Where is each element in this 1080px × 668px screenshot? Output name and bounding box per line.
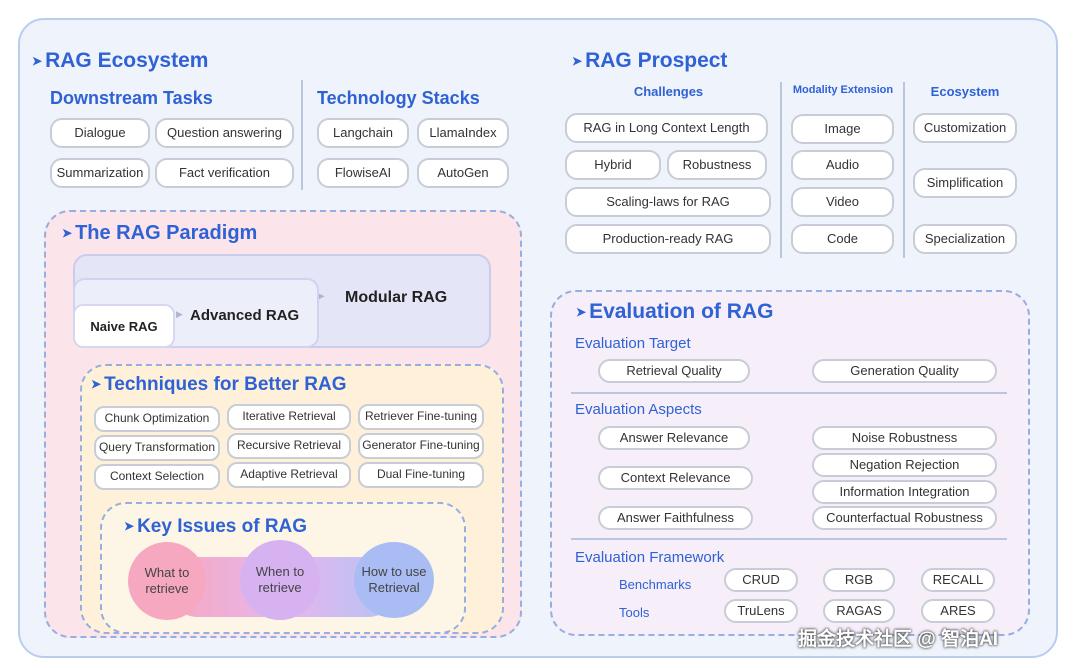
- task-dialogue: Dialogue: [50, 118, 150, 148]
- technique-generator-fine-tuning: Generator Fine-tuning: [358, 433, 484, 459]
- arrow-icon: ➤: [91, 377, 102, 391]
- arrow-icon: ➤: [62, 226, 73, 240]
- challenge-scaling-laws: Scaling-laws for RAG: [565, 187, 771, 217]
- chevron-right-icon: ▶: [176, 309, 183, 319]
- techniques-title: ➤Techniques for Better RAG: [91, 374, 347, 395]
- ecosystem-simplification: Simplification: [913, 168, 1017, 198]
- prospect-divider-2: [903, 82, 905, 258]
- modality-image: Image: [791, 114, 894, 144]
- evaluation-divider-2: [571, 538, 1007, 540]
- benchmark-rgb: RGB: [823, 568, 895, 592]
- aspect-counterfactual-robustness: Counterfactual Robustness: [812, 506, 997, 530]
- evaluation-title: ➤Evaluation of RAG: [576, 300, 774, 323]
- challenges-title: Challenges: [633, 84, 704, 99]
- benchmark-recall: RECALL: [921, 568, 995, 592]
- technique-retriever-fine-tuning: Retriever Fine-tuning: [358, 404, 484, 430]
- paradigm-title: ➤The RAG Paradigm: [62, 222, 258, 244]
- technique-query-transformation: Query Transformation: [94, 435, 220, 461]
- arrow-icon: ➤: [576, 305, 587, 319]
- stack-autogen: AutoGen: [417, 158, 509, 188]
- naive-rag-box: Naive RAG: [73, 304, 175, 348]
- stack-llamaindex: LlamaIndex: [417, 118, 509, 148]
- watermark-text: 掘金技术社区 @ 智泊AI: [798, 629, 999, 650]
- technique-chunk-optimization: Chunk Optimization: [94, 406, 220, 432]
- aspect-answer-faithfulness: Answer Faithfulness: [598, 506, 753, 530]
- prospect-title: ➤RAG Prospect: [572, 49, 728, 72]
- ecosystem-title: ➤RAG Ecosystem: [32, 49, 209, 72]
- ecosystem-divider: [301, 80, 303, 190]
- ecosystem-specialization: Specialization: [913, 224, 1017, 254]
- technique-recursive-retrieval: Recursive Retrieval: [227, 433, 351, 459]
- key-issues-title: ➤Key Issues of RAG: [124, 516, 308, 537]
- modular-rag-label: Modular RAG: [345, 289, 448, 306]
- stack-flowiseai: FlowiseAI: [317, 158, 409, 188]
- evaluation-divider-1: [571, 392, 1007, 394]
- task-question-answering: Question answering: [155, 118, 294, 148]
- technique-iterative-retrieval: Iterative Retrieval: [227, 404, 351, 430]
- aspect-negation-rejection: Negation Rejection: [812, 453, 997, 477]
- issue-how-to-use-retrieval: How to use Retrieval: [354, 542, 434, 618]
- task-fact-verification: Fact verification: [155, 158, 294, 188]
- tool-ragas: RAGAS: [823, 599, 895, 623]
- tools-label: Tools: [619, 605, 650, 620]
- evaluation-framework-title: Evaluation Framework: [575, 549, 725, 566]
- downstream-tasks-title: Downstream Tasks: [50, 88, 213, 108]
- modality-audio: Audio: [791, 150, 894, 180]
- evaluation-target-title: Evaluation Target: [575, 335, 691, 352]
- advanced-rag-label: Advanced RAG: [190, 307, 300, 324]
- evaluation-aspects-title: Evaluation Aspects: [575, 401, 702, 418]
- technology-stacks-title: Technology Stacks: [317, 88, 480, 108]
- chevron-right-icon: ▶: [317, 291, 325, 302]
- challenge-long-context: RAG in Long Context Length: [565, 113, 768, 143]
- technique-adaptive-retrieval: Adaptive Retrieval: [227, 462, 351, 488]
- tool-ares: ARES: [921, 599, 995, 623]
- issue-when-to-retrieve: When to retrieve: [240, 540, 320, 620]
- prospect-ecosystem-title: Ecosystem: [930, 84, 1000, 99]
- aspect-information-integration: Information Integration: [812, 480, 997, 504]
- tool-trulens: TruLens: [724, 599, 798, 623]
- target-retrieval-quality: Retrieval Quality: [598, 359, 750, 383]
- target-generation-quality: Generation Quality: [812, 359, 997, 383]
- challenge-production-ready: Production-ready RAG: [565, 224, 771, 254]
- challenge-robustness: Robustness: [667, 150, 767, 180]
- challenge-hybrid: Hybrid: [565, 150, 661, 180]
- aspect-context-relevance: Context Relevance: [598, 466, 753, 490]
- arrow-icon: ➤: [124, 519, 135, 533]
- issue-what-to-retrieve: What to retrieve: [128, 542, 206, 620]
- modality-extension-title: Modality Extension: [792, 84, 894, 96]
- aspect-noise-robustness: Noise Robustness: [812, 426, 997, 450]
- technique-context-selection: Context Selection: [94, 464, 220, 490]
- task-summarization: Summarization: [50, 158, 150, 188]
- aspect-answer-relevance: Answer Relevance: [598, 426, 750, 450]
- prospect-divider-1: [780, 82, 782, 258]
- technique-dual-fine-tuning: Dual Fine-tuning: [358, 462, 484, 488]
- arrow-icon: ➤: [32, 54, 43, 68]
- benchmarks-label: Benchmarks: [619, 577, 692, 592]
- modality-code: Code: [791, 224, 894, 254]
- arrow-icon: ➤: [572, 54, 583, 68]
- modality-video: Video: [791, 187, 894, 217]
- ecosystem-customization: Customization: [913, 113, 1017, 143]
- stack-langchain: Langchain: [317, 118, 409, 148]
- benchmark-crud: CRUD: [724, 568, 798, 592]
